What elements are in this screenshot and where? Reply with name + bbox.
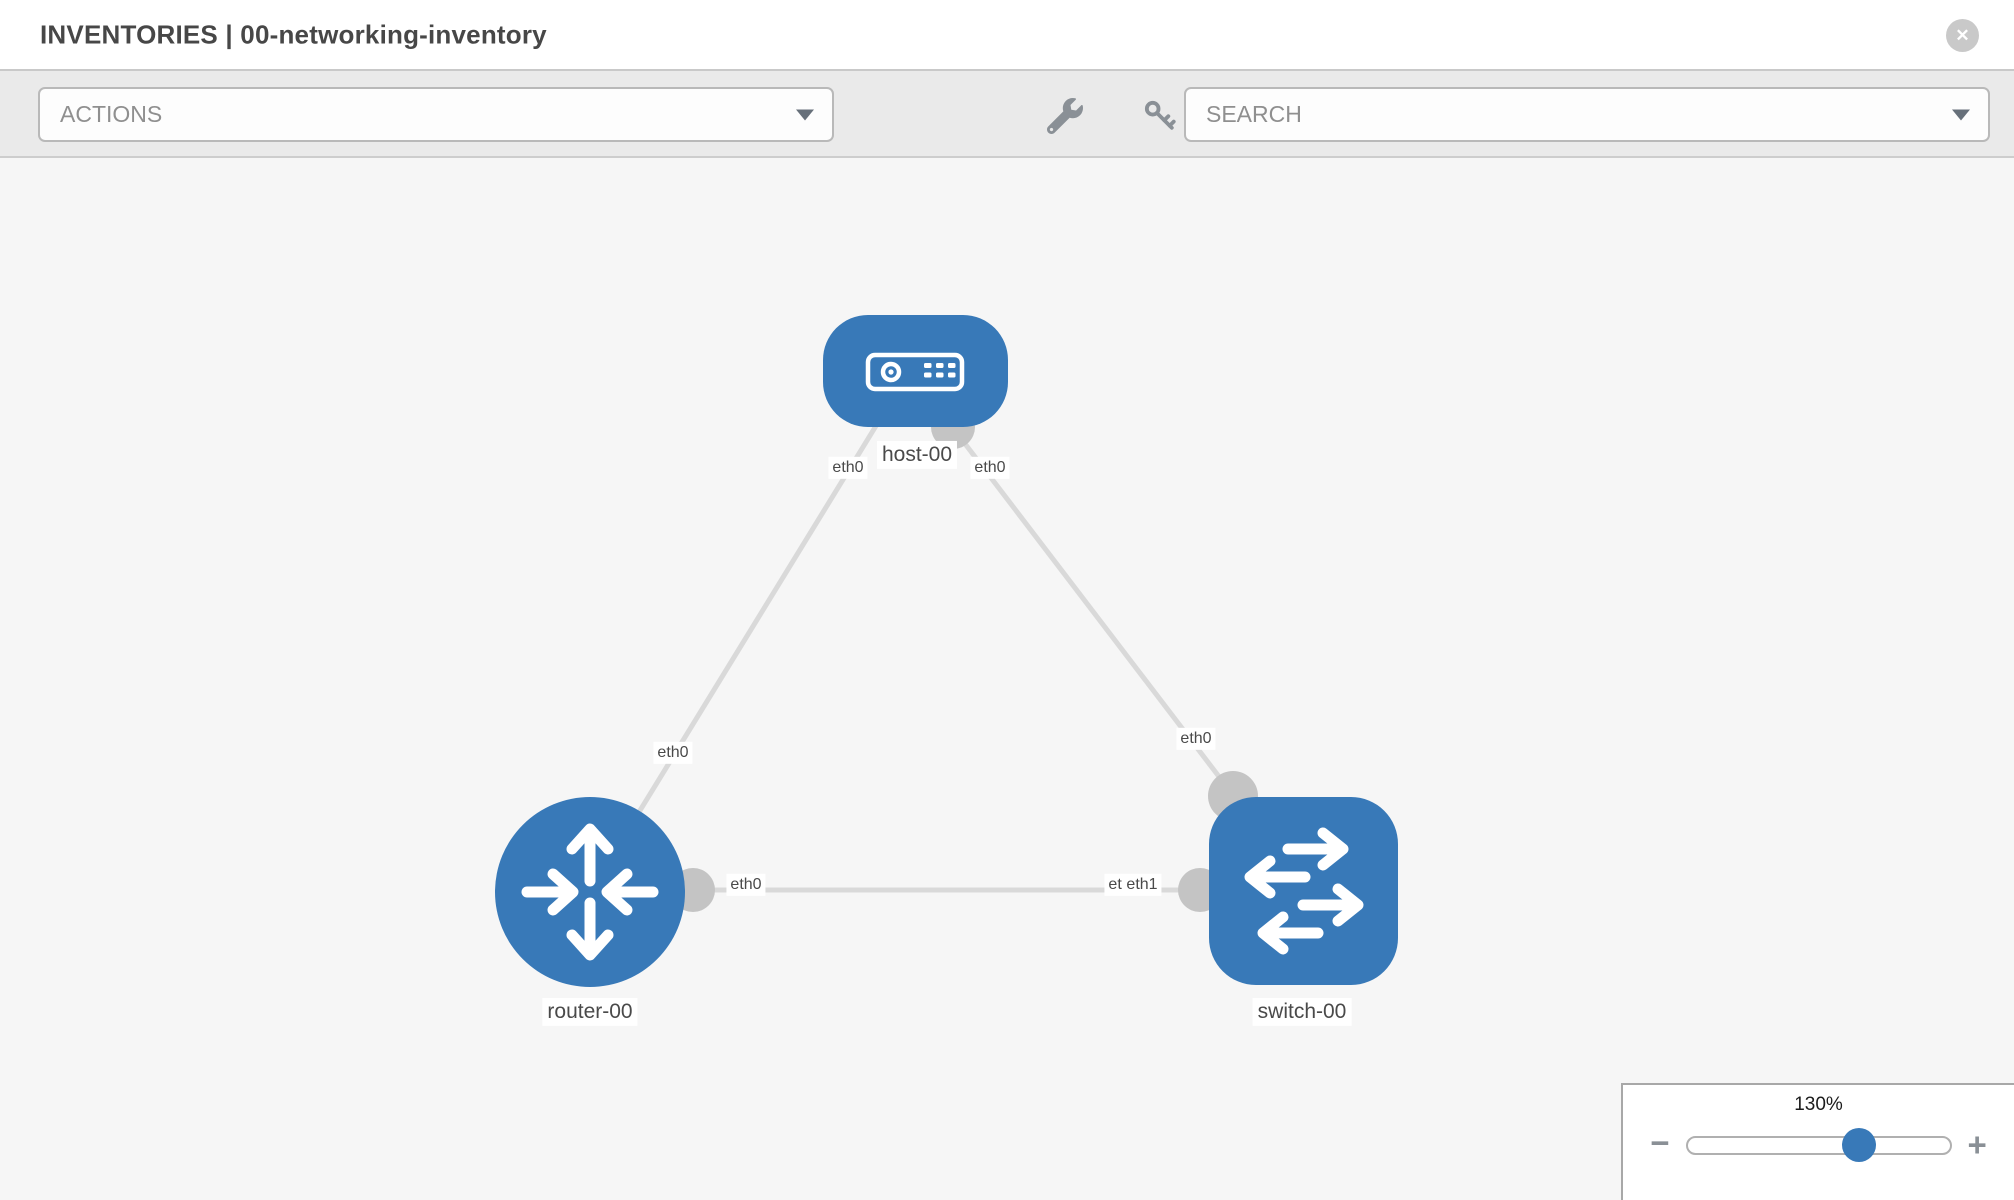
zoom-control-panel: 130% − + [1621,1083,2014,1200]
header: INVENTORIES | 00-networking-inventory ✕ [0,0,2014,71]
switch-icon [1244,827,1364,955]
search-dropdown-label: SEARCH [1206,101,1302,127]
topology-canvas[interactable]: eth0 eth0 eth0 eth0 eth0 eth0 eth1 host-… [0,158,2014,1200]
iface-label-router-eth0: eth0 [726,873,766,897]
iface-label-router-eth0-uplink: eth0 [653,741,693,765]
zoom-slider-thumb[interactable] [1841,1128,1876,1162]
node-host-00[interactable] [823,315,1008,427]
link-router-host[interactable] [587,401,893,894]
iface-label-host-eth0-left: eth0 [828,456,868,480]
page-title: INVENTORIES | 00-networking-inventory [40,19,547,49]
zoom-in-button[interactable]: + [1967,1126,1987,1163]
actions-dropdown-label: ACTIONS [60,101,163,127]
iface-label-switch-eth1: eth1 [1122,873,1162,897]
zoom-level-value: 130% [1794,1094,1843,1115]
host-icon [865,352,965,392]
topology-links [587,401,1303,894]
actions-dropdown[interactable]: ACTIONS [38,87,834,142]
node-label-router-00: router-00 [542,997,638,1027]
node-label-host-00: host-00 [876,440,958,470]
key-icon[interactable] [1142,98,1178,134]
node-switch-00[interactable] [1209,797,1398,985]
toolbar: ACTIONS SEARCH [0,71,2014,158]
search-dropdown[interactable]: SEARCH [1184,87,1990,142]
wrench-icon[interactable] [1047,98,1083,134]
iface-label-switch-eth0: eth0 [1176,727,1216,751]
zoom-slider-track[interactable] [1685,1128,1952,1162]
interface-ports [671,405,1258,912]
zoom-out-button[interactable]: − [1650,1124,1670,1161]
chevron-down-icon [796,109,814,120]
iface-label-host-eth0-right: eth0 [970,456,1010,480]
close-icon[interactable]: ✕ [1946,19,1979,52]
zoom-slider-row: − + [1623,1125,2014,1165]
chevron-down-icon [1952,109,1970,120]
node-router-00[interactable] [495,797,685,987]
node-label-switch-00: switch-00 [1252,997,1352,1027]
router-icon [521,823,659,961]
